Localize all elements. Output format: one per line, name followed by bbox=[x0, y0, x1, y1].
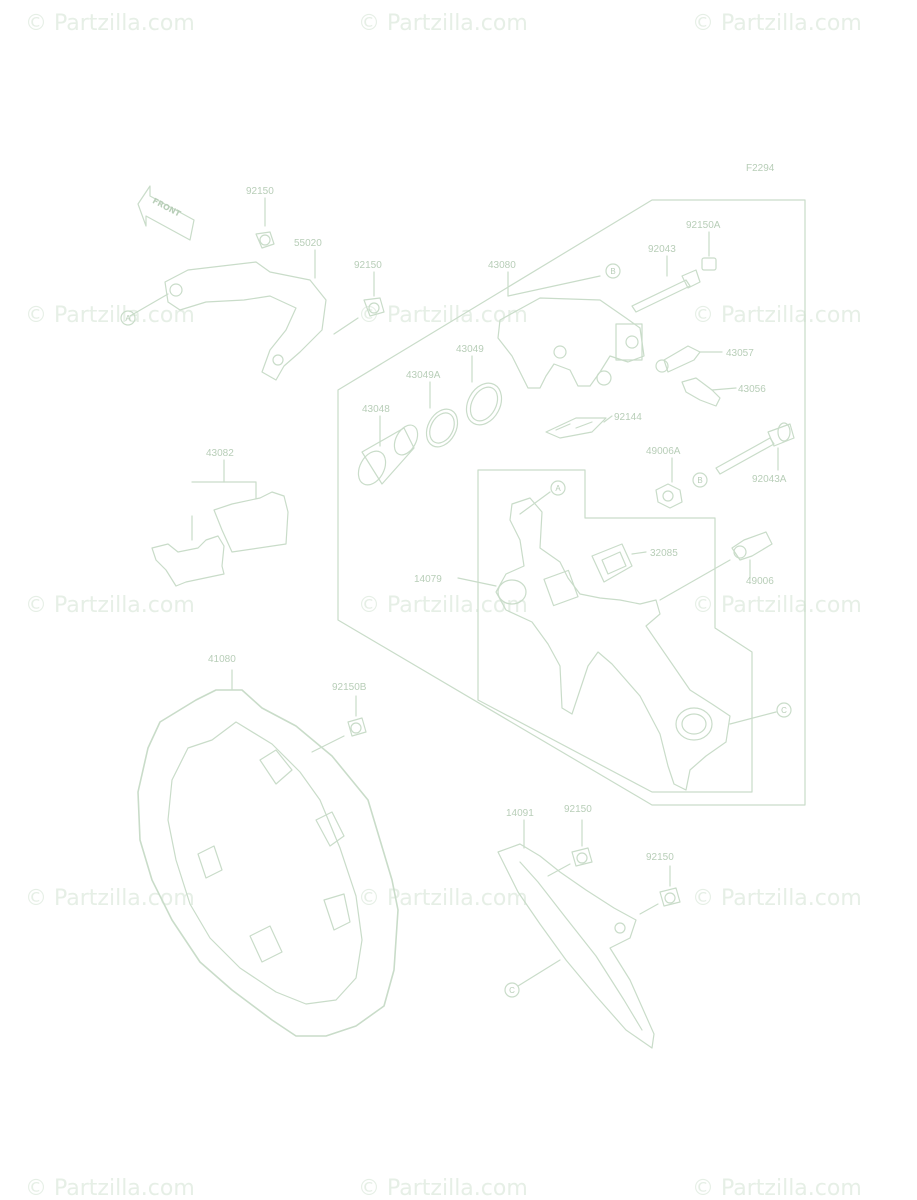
brake-pads-43082 bbox=[151, 459, 289, 587]
pin-92043A-part bbox=[715, 422, 795, 475]
callout-a2: A bbox=[555, 484, 561, 493]
watermark: © Partzilla.com bbox=[358, 886, 528, 911]
part-number-label: 41080 bbox=[208, 654, 236, 665]
part-number-label: 92150 bbox=[246, 186, 274, 197]
piston-43048 bbox=[357, 415, 419, 486]
watermark: © Partzilla.com bbox=[692, 1176, 862, 1200]
callout-c: C bbox=[781, 706, 787, 715]
bolt-92150-low1 bbox=[547, 819, 593, 877]
caliper-holder-part bbox=[495, 491, 731, 791]
bolt-92150-low2 bbox=[639, 865, 681, 915]
part-number-label: 43057 bbox=[726, 348, 754, 359]
part-number-label: 92150 bbox=[646, 852, 674, 863]
bolt-92150-top bbox=[255, 197, 275, 249]
front-label: FRONT bbox=[151, 196, 183, 219]
watermark: © Partzilla.com bbox=[25, 593, 195, 618]
callout-b2: B bbox=[697, 476, 702, 485]
callout-a-circle bbox=[120, 310, 136, 326]
callout-c2-circle bbox=[504, 982, 520, 998]
watermark: © Partzilla.com bbox=[25, 303, 195, 328]
part-number-label: 14079 bbox=[414, 574, 442, 585]
part-number-label: 43049A bbox=[406, 370, 441, 381]
seal-43049 bbox=[465, 355, 503, 426]
callout-b-circle bbox=[605, 263, 621, 279]
part-number-label: 14091 bbox=[506, 808, 534, 819]
caliper-bracket-part bbox=[129, 261, 327, 381]
bracket-assembly-frame bbox=[477, 469, 753, 793]
part-number-label: 43049 bbox=[456, 344, 484, 355]
caliper-assembly-frame bbox=[337, 199, 806, 806]
watermark: © Partzilla.com bbox=[25, 886, 195, 911]
callout-a: A bbox=[125, 314, 131, 323]
boot-49006A bbox=[655, 457, 683, 509]
callout-b2-circle bbox=[692, 472, 708, 488]
watermark: © Partzilla.com bbox=[358, 303, 528, 328]
spring-92144 bbox=[545, 415, 613, 439]
part-number-label: 49006 bbox=[746, 576, 774, 587]
part-number-label: 49006A bbox=[646, 446, 681, 457]
part-number-labels: 92150 55020 92150 43080 92150A 92043 430… bbox=[206, 186, 787, 863]
leader-14079 bbox=[457, 577, 497, 587]
part-number-label: 92043A bbox=[752, 474, 787, 485]
watermark: © Partzilla.com bbox=[692, 886, 862, 911]
watermark: © Partzilla.com bbox=[358, 593, 528, 618]
part-number-label: 43080 bbox=[488, 260, 516, 271]
part-number-label: 55020 bbox=[294, 238, 322, 249]
boot-49006 bbox=[659, 531, 773, 601]
callout-a2-circle bbox=[550, 480, 566, 496]
bolt-92150B bbox=[311, 695, 367, 753]
part-number-label: 43056 bbox=[738, 384, 766, 395]
part-number-label: 92150 bbox=[564, 804, 592, 815]
part-number-label: 92150 bbox=[354, 260, 382, 271]
part-number-label: 43048 bbox=[362, 404, 390, 415]
disc-guard-14091 bbox=[497, 819, 655, 1049]
bleeder-valve-43056 bbox=[681, 377, 737, 407]
watermark: © Partzilla.com bbox=[358, 1176, 528, 1200]
part-number-label: 32085 bbox=[650, 548, 678, 559]
part-number-label: 92150B bbox=[332, 682, 367, 693]
callout-c2: C bbox=[509, 986, 515, 995]
caliper-body-part bbox=[497, 271, 645, 389]
shim-32085 bbox=[591, 543, 647, 583]
leader-callout-c bbox=[729, 711, 777, 725]
bolt-92150-mid bbox=[333, 271, 385, 335]
part-number-label: 92144 bbox=[614, 412, 642, 423]
watermark: © Partzilla.com bbox=[692, 303, 862, 328]
figure-code: F2294 bbox=[746, 163, 775, 174]
front-arrow-icon: FRONT bbox=[137, 185, 195, 241]
plug-92150A-part bbox=[701, 231, 717, 271]
pin-92043-part bbox=[631, 255, 701, 313]
callout-c-circle bbox=[776, 702, 792, 718]
watermark: © Partzilla.com bbox=[692, 11, 862, 36]
part-number-label: 43082 bbox=[206, 448, 234, 459]
watermark: © Partzilla.com bbox=[692, 593, 862, 618]
callout-b: B bbox=[610, 267, 615, 276]
watermark-layer: © Partzilla.com © Partzilla.com © Partzi… bbox=[25, 11, 862, 1200]
watermark: © Partzilla.com bbox=[25, 1176, 195, 1200]
brake-disc-41080 bbox=[137, 669, 399, 1037]
part-number-label: 92043 bbox=[648, 244, 676, 255]
watermark: © Partzilla.com bbox=[358, 11, 528, 36]
leader-callout-c2 bbox=[517, 959, 561, 987]
watermark: © Partzilla.com bbox=[25, 11, 195, 36]
bleeder-cap-43057 bbox=[655, 345, 723, 373]
seal-43049A bbox=[425, 381, 459, 448]
part-number-label: 92150A bbox=[686, 220, 721, 231]
